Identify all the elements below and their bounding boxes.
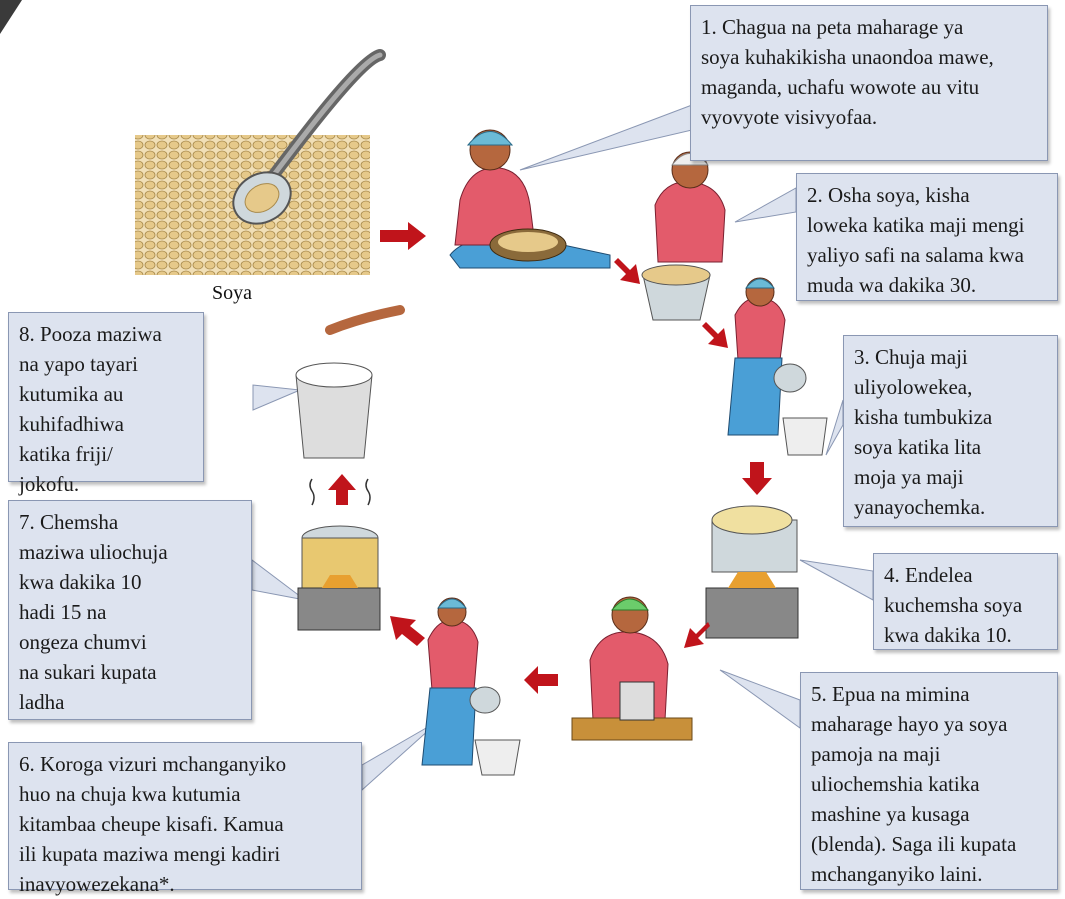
- cooling-milk-illustration: [296, 310, 400, 458]
- step-2-callout: 2. Osha soya, kisha loweka katika maji m…: [796, 173, 1058, 301]
- arrow-step-2: [702, 322, 728, 348]
- step-8-callout: 8. Pooza maziwa na yapo tayari kutumika …: [8, 312, 204, 482]
- step-6-callout: 6. Koroga vizuri mchanganyiko huo na chu…: [8, 742, 362, 890]
- soybean-pile-illustration: [135, 55, 380, 275]
- arrow-step-0: [380, 222, 426, 250]
- step-4-callout: 4. Endelea kuchemsha soya kwa dakika 10.: [873, 553, 1058, 650]
- arrow-step-5: [524, 666, 558, 694]
- woman-washing-illustration: [642, 152, 725, 320]
- arrow-step-1: [614, 258, 640, 284]
- step-1-callout: 1. Chagua na peta maharage ya soya kuhak…: [690, 5, 1048, 161]
- pot-on-stove-illustration: [706, 506, 798, 638]
- woman-blending-illustration: [572, 597, 692, 740]
- arrow-step-7: [328, 474, 356, 505]
- arrow-step-3: [742, 462, 772, 495]
- woman-pouring-illustration: [728, 278, 827, 455]
- step-3-callout: 3. Chuja maji uliyolowekea, kisha tumbuk…: [843, 335, 1058, 527]
- step-7-callout: 7. Chemsha maziwa uliochuja kwa dakika 1…: [8, 500, 252, 720]
- soy-label: Soya: [212, 282, 252, 305]
- boiling-milk-pot-illustration: [298, 526, 380, 630]
- step-5-callout: 5. Epua na mimina maharage hayo ya soya …: [800, 672, 1058, 890]
- woman-straining-illustration: [422, 598, 520, 775]
- arrow-step-6: [390, 616, 425, 646]
